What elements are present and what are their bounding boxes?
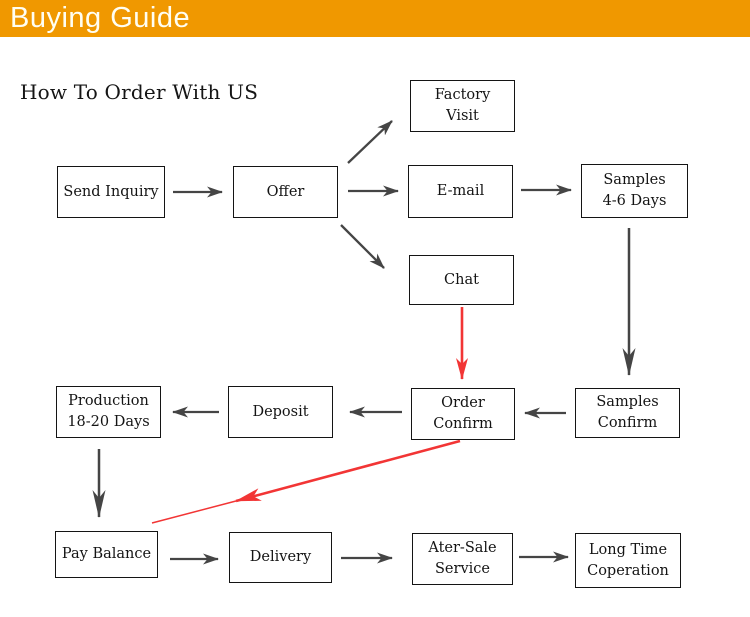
flow-box-offer: Offer bbox=[233, 166, 338, 218]
flow-box-delivery: Delivery bbox=[229, 532, 332, 583]
flow-box-label: Production 18-20 Days bbox=[67, 393, 150, 430]
flow-box-samples-4-6-days: Samples 4-6 Days bbox=[581, 164, 688, 218]
flow-box-label: Delivery bbox=[249, 549, 312, 566]
arrow-offer-to-factory-visit bbox=[347, 120, 393, 164]
flow-box-label: Order Confirm bbox=[433, 395, 493, 432]
flow-box-long-time-coperation: Long Time Coperation bbox=[575, 533, 681, 588]
flow-box-label: Factory Visit bbox=[434, 87, 491, 124]
flow-box-label: Samples Confirm bbox=[596, 394, 659, 431]
arrow-offer-to-chat bbox=[340, 224, 385, 269]
section-heading: How To Order With US bbox=[20, 80, 259, 104]
flow-box-samples-confirm: Samples Confirm bbox=[575, 388, 680, 438]
flow-box-chat: Chat bbox=[409, 255, 514, 305]
flow-box-pay-balance: Pay Balance bbox=[55, 531, 158, 578]
flow-box-email: E-mail bbox=[408, 165, 513, 218]
flow-box-label: Send Inquiry bbox=[63, 183, 159, 200]
flow-box-label: Samples 4-6 Days bbox=[602, 172, 667, 209]
flow-box-production: Production 18-20 Days bbox=[56, 386, 161, 438]
flow-box-label: E-mail bbox=[436, 183, 485, 200]
flow-box-ater-sale-service: Ater-Sale Service bbox=[412, 533, 513, 585]
flow-box-deposit: Deposit bbox=[228, 386, 333, 438]
flow-box-label: Chat bbox=[444, 271, 479, 288]
flow-box-factory-visit: Factory Visit bbox=[410, 80, 515, 132]
flow-box-label: Pay Balance bbox=[61, 546, 152, 563]
arrow-order-confirm-to-pay-balance-red bbox=[235, 439, 461, 503]
arrow-order-confirm-to-pay-balance-red-tail bbox=[151, 500, 237, 524]
flow-box-label: Deposit bbox=[252, 403, 309, 420]
flow-box-label: Offer bbox=[266, 183, 305, 200]
flow-box-order-confirm: Order Confirm bbox=[411, 388, 515, 440]
banner: Buying Guide bbox=[0, 0, 750, 37]
flow-box-label: Ater-Sale Service bbox=[428, 540, 497, 577]
page-title: Buying Guide bbox=[10, 2, 191, 34]
flow-box-send-inquiry: Send Inquiry bbox=[57, 166, 165, 218]
flow-box-label: Long Time Coperation bbox=[587, 541, 669, 579]
